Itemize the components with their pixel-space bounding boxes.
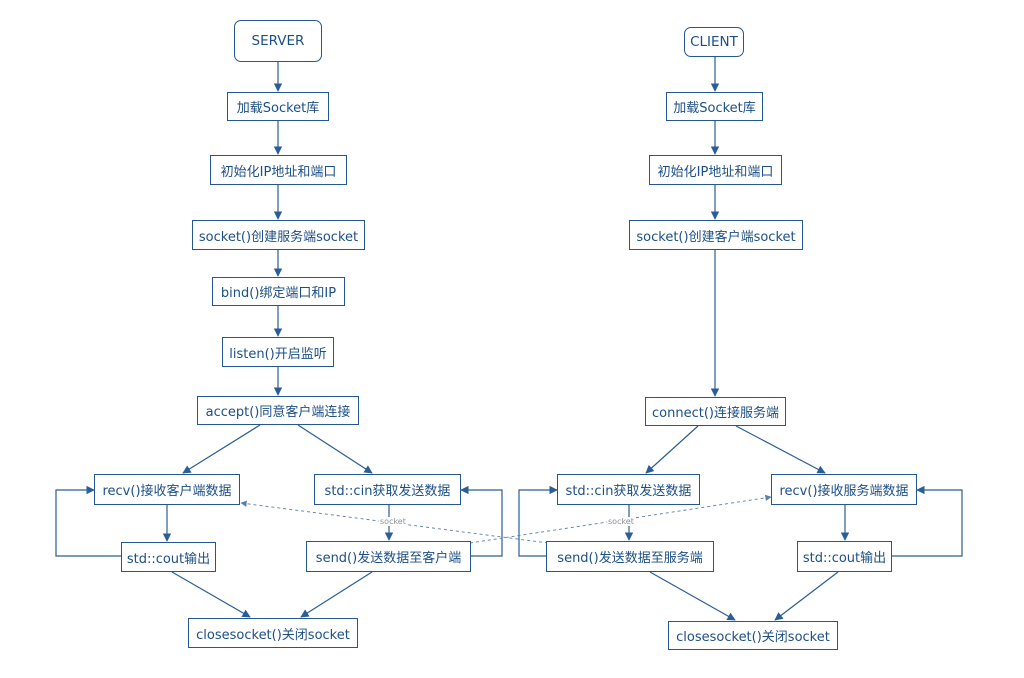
edge-server-send-to-close <box>300 571 373 618</box>
server-listen-node: listen()开启监听 <box>222 337 334 367</box>
client-create-socket-node: socket()创建客户端socket <box>629 220 803 250</box>
edge-client-send-loop-to-cin <box>518 485 558 557</box>
server-bind-node: bind()绑定端口和IP <box>212 277 345 306</box>
edge-server-send-loop-to-cin <box>460 485 503 557</box>
client-recv-node: recv()接收服务端数据 <box>771 474 917 505</box>
server-create-socket-node: socket()创建服务端socket <box>192 220 365 250</box>
edge-server-accept-to-cin <box>297 424 373 474</box>
edge-label-socket-left: socket <box>379 517 407 526</box>
edge-label-socket-right: socket <box>607 517 635 526</box>
client-init-addr-node: 初始化IP地址和端口 <box>649 155 782 185</box>
edge-client-connect-to-cin <box>645 425 699 474</box>
edge-server-cout-to-close <box>171 571 251 618</box>
edge-client-cout-to-close <box>774 571 839 621</box>
client-load-lib-node: 加载Socket库 <box>666 92 763 121</box>
edge-server-cout-loop-to-recv <box>55 485 121 557</box>
client-send-node: send()发送数据至服务端 <box>546 541 714 572</box>
server-cout-node: std::cout输出 <box>121 542 216 572</box>
server-send-node: send()发送数据至客户端 <box>306 541 471 572</box>
server-load-lib-node: 加载Socket库 <box>227 92 329 121</box>
server-cin-node: std::cin获取发送数据 <box>314 474 461 505</box>
server-close-node: closesocket()关闭socket <box>188 618 358 648</box>
edge-client-send-to-close <box>649 571 736 621</box>
edge-server-accept-to-recv <box>182 424 261 474</box>
client-connect-node: connect()连接服务端 <box>645 397 786 426</box>
server-init-addr-node: 初始化IP地址和端口 <box>210 155 347 185</box>
client-cin-node: std::cin获取发送数据 <box>557 474 700 505</box>
edge-client-cout-loop-to-recv <box>892 485 963 557</box>
edge-client-connect-to-recv <box>735 425 826 474</box>
client-close-node: closesocket()关闭socket <box>668 621 838 650</box>
server-accept-node: accept()同意客户端连接 <box>197 396 359 425</box>
server-start-node: SERVER <box>234 20 322 62</box>
server-recv-node: recv()接收客户端数据 <box>94 474 240 505</box>
client-start-node: CLIENT <box>684 27 744 57</box>
client-cout-node: std::cout输出 <box>797 541 892 572</box>
